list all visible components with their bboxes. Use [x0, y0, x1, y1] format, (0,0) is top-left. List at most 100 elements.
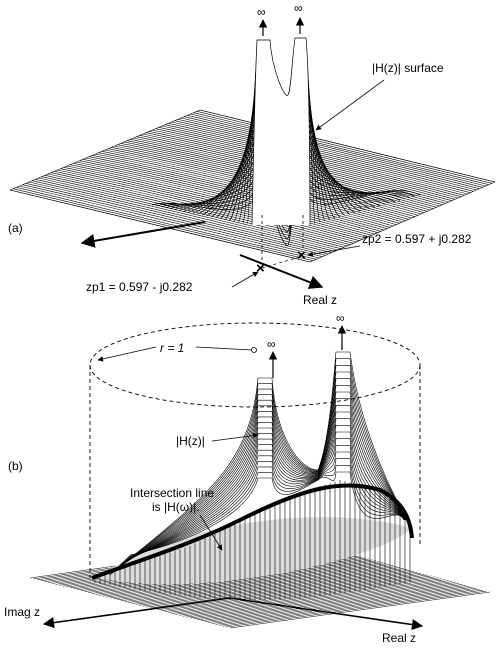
- panel-a-grid-line: [76, 161, 375, 235]
- panel-a-peak-contour: [156, 180, 416, 239]
- panel-a-infinity-1: ∞: [257, 5, 266, 19]
- panel-a-grid-line: [22, 184, 323, 257]
- panel-a-plane-edge: [309, 181, 496, 263]
- panel-b-real-axis: [229, 597, 424, 631]
- panel-b-imag-axis-label: Imag z: [4, 605, 40, 619]
- panel-a-grid-line: [82, 159, 381, 232]
- magnitude-label: |H(z)|: [176, 434, 205, 448]
- panel-b-grid-line: [171, 576, 435, 614]
- panel-b-surface-contour: [109, 351, 409, 576]
- panel-b-surface-contour: [119, 411, 407, 566]
- panel-b-grid-line: [124, 564, 390, 602]
- panel-b-grid-line: [109, 560, 377, 599]
- pole1-label: zp1 = 0.597 - j0.282: [86, 280, 193, 294]
- panel-b-grid-line: [135, 567, 401, 605]
- panel-a-grid-line: [165, 124, 462, 197]
- pole-connector: [261, 255, 304, 269]
- radius-leader: [97, 346, 157, 362]
- panel-a-grid-line: [32, 180, 332, 253]
- panel-b-grid-line: [128, 565, 394, 603]
- panel-b-grid-line: [175, 577, 439, 615]
- panel-b-grid-line: [182, 579, 446, 617]
- surface-leader: [315, 79, 385, 131]
- intersection-label-line1: Intersection line: [130, 486, 214, 500]
- panel-b-grid-line: [215, 587, 477, 625]
- circle-center-dot: [251, 347, 257, 353]
- panel-b-surface-contour: [124, 438, 406, 561]
- panel-b-grid-line: [157, 572, 421, 611]
- pole2-leader: [307, 245, 361, 257]
- panel-b-surface-contour: [114, 378, 408, 571]
- panel-b-magnitude-surface: [94, 351, 411, 600]
- panel-a-grid-line: [196, 111, 492, 184]
- panel-b-grid-line: [193, 582, 456, 620]
- panel-b-surface-contour: [128, 465, 405, 557]
- panel-b-grid-line: [164, 574, 428, 612]
- panel-a-plane-edge: [9, 109, 201, 191]
- panel-b-surface-contour: [126, 451, 405, 559]
- panel-a-grid-line: [35, 179, 335, 252]
- panel-b-grid-line: [197, 583, 459, 621]
- intersection-label-line2: is |H(ω)|.: [152, 500, 200, 514]
- panel-a-plane-edge: [199, 109, 496, 183]
- panel-a-peak-contour: [251, 37, 311, 226]
- panel-b-grid-line: [179, 578, 442, 616]
- panel-b-grid-line: [229, 591, 491, 629]
- panel-b-surface-contour: [122, 425, 406, 564]
- panel-b-infinity-1: ∞: [267, 337, 276, 351]
- panel-b-surface-contour: [118, 405, 407, 567]
- panel-a-label: (a): [8, 221, 23, 235]
- panel-a-grid-line: [28, 181, 329, 255]
- panel-b-grid-line: [131, 566, 397, 604]
- panel-b-grid-line: [160, 573, 425, 611]
- panel-a-grid-line: [184, 116, 480, 189]
- panel-b-grid-line: [186, 580, 449, 618]
- surface-label: |H(z)| surface: [372, 61, 444, 75]
- panel-b-imag-axis: [42, 597, 231, 629]
- panel-b-grid-line: [200, 584, 463, 621]
- panel-a-plane-edge: [9, 189, 311, 263]
- unit-circle-top-ellipse: [89, 322, 421, 408]
- radius-label: r = 1: [160, 341, 184, 355]
- panel-b-surface-contour: [116, 391, 407, 569]
- panel-a: × × ∞ ∞ (a) |H(z)| surface zp2 = 0.597 +…: [8, 1, 496, 307]
- magnitude-leader: [211, 432, 259, 442]
- panel-a-grid-line: [38, 177, 338, 251]
- panel-b-surface-contour: [129, 471, 405, 556]
- panel-b-surface-contour: [120, 418, 407, 565]
- panel-b-surface-contour: [117, 398, 407, 568]
- panel-b-surface-contour: [125, 445, 406, 560]
- panel-a-grid-line: [177, 119, 474, 192]
- panel-a-grid-line: [180, 117, 477, 191]
- radius-line: [195, 346, 253, 351]
- panel-a-grid-line: [174, 120, 471, 193]
- panel-b: ∞ ∞ (b) r = 1 |H(z)| Intersection line i…: [4, 311, 491, 645]
- panel-b-surface-contour: [127, 458, 405, 558]
- panel-b-grid-line: [189, 581, 453, 619]
- pole2-label: zp2 = 0.597 + j0.282: [362, 232, 472, 246]
- panel-b-grid-line: [219, 588, 480, 626]
- panel-a-grid-line: [19, 185, 320, 259]
- panel-b-grid-line: [222, 589, 484, 627]
- panel-a-grid-line: [79, 160, 378, 233]
- pole1-leader: [231, 271, 259, 288]
- panel-a-infinity-2: ∞: [294, 1, 303, 15]
- panel-b-grid-line: [226, 590, 487, 628]
- panel-b-real-axis-label: Real z: [382, 631, 416, 645]
- pole2-marker: ×: [297, 247, 306, 264]
- panel-a-grid-line: [85, 157, 385, 231]
- panel-b-infinity-2: ∞: [336, 311, 345, 325]
- panel-b-surface-contour: [115, 385, 408, 570]
- panel-a-peak-contour: [160, 174, 411, 233]
- panel-a-grid-line: [187, 115, 483, 188]
- panel-b-label: (b): [8, 459, 23, 473]
- panel-b-grid-line: [204, 585, 466, 622]
- panel-a-grid-line: [190, 113, 486, 187]
- panel-a-pole-peaks: [151, 37, 421, 246]
- panel-a-grid-line: [13, 188, 314, 261]
- panel-b-grid-line: [146, 570, 411, 608]
- panel-b-surface-contour: [113, 371, 408, 572]
- intersection-leader: [199, 514, 223, 551]
